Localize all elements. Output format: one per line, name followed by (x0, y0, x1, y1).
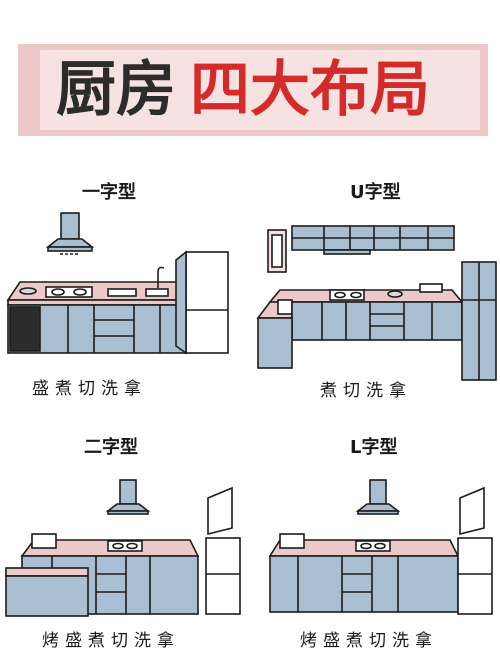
straight-layout-drawing (6, 212, 229, 355)
galley-layout-drawing (5, 479, 241, 617)
caption-galley: 烤盛煮切洗拿 (42, 631, 180, 651)
title-banner: 厨房 四大布局 (18, 44, 488, 136)
l-layout-drawing (268, 479, 493, 615)
layout-title-l: L字型 (350, 437, 398, 458)
layout-title-galley: 二字型 (84, 437, 138, 458)
title-part-1: 厨房 (56, 55, 176, 125)
caption-straight: 盛煮切洗拿 (32, 379, 147, 399)
title-banner-inner: 厨房 四大布局 (40, 50, 480, 130)
title-part-2: 四大布局 (190, 55, 430, 125)
caption-l: 烤盛煮切洗拿 (300, 631, 438, 651)
layout-title-u: U字型 (350, 182, 401, 203)
layout-title-straight: 一字型 (82, 182, 136, 203)
caption-u: 煮切洗拿 (320, 381, 412, 401)
u-layout-drawing (256, 225, 497, 381)
